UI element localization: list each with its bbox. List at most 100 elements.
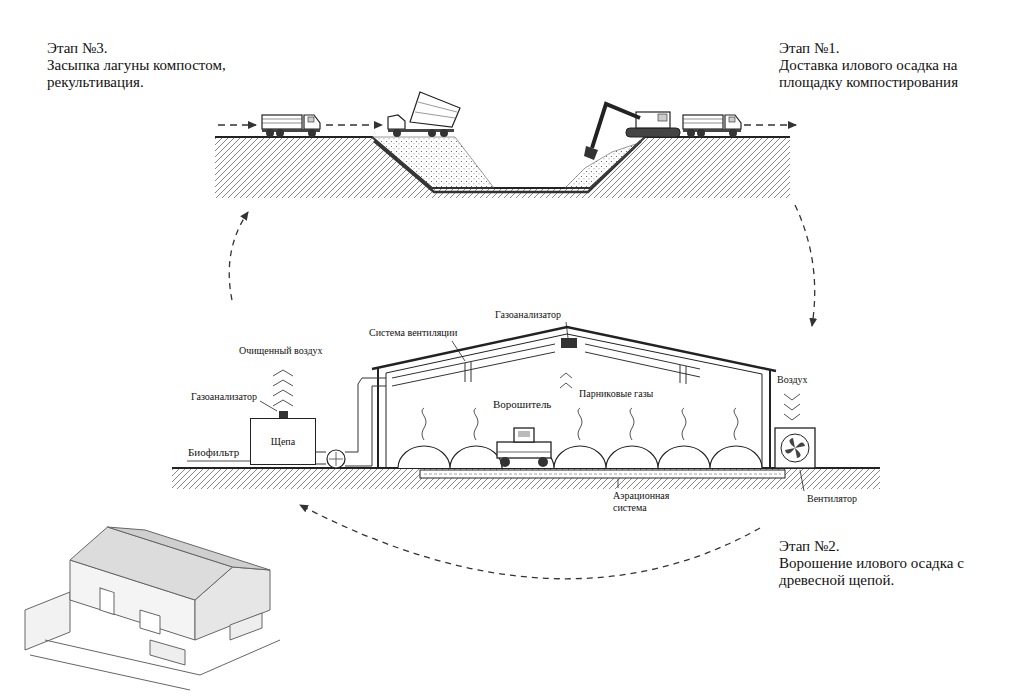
biofilter-extras-part	[273, 370, 293, 406]
intake-fan-part	[775, 428, 815, 468]
building-sketch	[25, 527, 280, 690]
excavator	[584, 104, 680, 160]
intake-fan	[775, 394, 815, 468]
greenhouse-gas-waves-part	[560, 373, 572, 388]
greenhouse-gas-waves-part	[578, 408, 582, 440]
building-ground-part	[800, 470, 804, 491]
greenhouse-gas-waves-part	[474, 408, 478, 440]
turner-vehicle-part	[500, 457, 510, 467]
building-sketch-part	[25, 592, 70, 650]
turner-vehicle-part	[497, 442, 551, 458]
turner-vehicle-part	[514, 428, 534, 442]
hangar-part	[377, 368, 379, 468]
dump-truck-part	[393, 129, 401, 137]
building-sketch-part	[150, 640, 185, 665]
building-sketch-part	[30, 640, 280, 690]
turner-vehicle-part	[497, 452, 551, 453]
dump-truck-part	[388, 115, 405, 129]
compost-piles-part	[398, 446, 762, 468]
building-ground-part	[618, 479, 619, 488]
duct-fan-part	[327, 450, 345, 468]
compost-fill-part	[565, 137, 645, 188]
truck-right-part	[683, 115, 741, 137]
compost-fill	[372, 137, 645, 188]
dump-truck-part	[440, 129, 448, 137]
hangar-part	[386, 334, 762, 374]
ventilation-duct-part	[345, 378, 386, 466]
flow-dashes-part	[326, 124, 382, 125]
building-sketch-part	[230, 613, 262, 640]
gas-analyzer-roof-part	[561, 338, 577, 348]
compost-piles	[398, 446, 762, 468]
hangar	[372, 327, 776, 468]
truck-left-part	[262, 115, 320, 137]
flow-dashes-part	[744, 124, 796, 125]
flow-dashes	[218, 124, 796, 125]
biofilter-extras-part	[187, 461, 250, 462]
top-ground-part	[215, 137, 790, 198]
flow-dashes-part	[218, 124, 256, 125]
part-label: Газоанализатор	[494, 309, 562, 321]
ventilation-duct-part	[465, 362, 686, 384]
excavator-part	[584, 146, 598, 160]
top-ground	[215, 137, 790, 198]
greenhouse-gas-waves-part	[734, 408, 738, 440]
biofilter-box: Щепа	[250, 418, 316, 465]
cycle-arrows-part	[300, 505, 760, 579]
part-label: Биофильтр	[187, 446, 240, 459]
ventilation-duct-part	[585, 344, 700, 377]
duct-fan	[327, 450, 345, 468]
biofilter-extras-part	[260, 401, 277, 411]
part-label: Воздух	[776, 374, 809, 386]
greenhouse-gas-waves-part	[422, 408, 426, 440]
stage-description: Ворошение илового осадка с древесной щеп…	[779, 555, 989, 590]
intake-fan-part	[781, 434, 809, 462]
turner-vehicle-part	[518, 431, 530, 437]
dump-truck-part	[415, 102, 457, 118]
ventilation-duct-part	[452, 341, 465, 361]
top-ground-part	[215, 137, 790, 188]
greenhouse-gas-waves-part	[682, 408, 686, 440]
building-ground-part	[424, 474, 781, 475]
hangar-part	[762, 374, 763, 468]
gas-analyzer-roof	[561, 322, 577, 348]
excavator-part	[626, 128, 680, 137]
intake-fan-part	[784, 394, 800, 420]
compost-fill-part	[372, 137, 494, 188]
intake-fan-part	[785, 438, 805, 458]
stage-heading: Этап №2.	[779, 538, 839, 555]
building-ground-part	[172, 469, 880, 489]
ventilation-duct-part	[315, 452, 326, 464]
box-text: Щепа	[271, 436, 295, 447]
hangar-part	[769, 370, 771, 468]
part-label: Очищенный воздух	[238, 345, 324, 357]
hangar-part	[386, 373, 387, 468]
dump-truck-part	[410, 92, 460, 127]
ventilation-duct-part	[392, 344, 555, 386]
excavator-part	[658, 114, 667, 121]
stage-heading: Этап №3.	[47, 40, 107, 57]
building-sketch-part	[100, 588, 114, 614]
building-ground-part	[420, 470, 785, 478]
stage-heading: Этап №1.	[779, 40, 839, 57]
part-label: Парниковые газы	[578, 388, 654, 400]
stage-description: Засыпка лагуны компостом, рекультивация.	[47, 57, 252, 92]
building-ground	[172, 468, 880, 491]
cycle-arrows-part	[795, 205, 815, 326]
gas-analyzer-roof-part	[566, 322, 568, 338]
biofilter-extras-part	[279, 411, 288, 418]
stage-description: Доставка илового осадка на площадку комп…	[779, 57, 979, 92]
part-label: Ворошитель	[492, 398, 552, 411]
building-sketch-part	[108, 527, 271, 570]
cycle-arrows-part	[229, 212, 248, 300]
duct-fan-part	[329, 452, 343, 466]
part-label: Аэрационная система	[612, 490, 680, 513]
turner-vehicle	[497, 428, 551, 467]
truck-left	[262, 115, 320, 137]
truck-right	[683, 115, 741, 137]
excavator-part	[592, 104, 640, 148]
part-label: Газоанализатор	[190, 391, 258, 403]
